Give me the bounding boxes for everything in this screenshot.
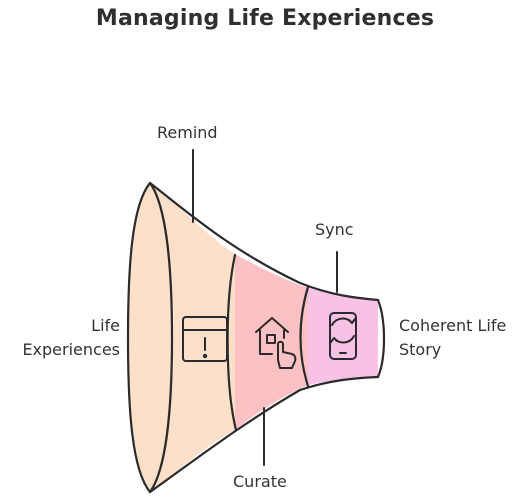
input-label-line-2: Experiences: [22, 340, 120, 359]
curate-label: Curate: [233, 472, 287, 491]
stage-sync: [308, 288, 378, 385]
remind-label: Remind: [157, 123, 218, 142]
home-hand-icon: [255, 317, 297, 369]
diagram-title: Managing Life Experiences: [95, 6, 435, 31]
input-label-line-1: Life: [91, 316, 120, 335]
stage-remind: [128, 183, 235, 492]
calendar-alert-icon: [182, 316, 228, 362]
funnel-outline: [126, 181, 386, 494]
sync-label: Sync: [315, 220, 354, 239]
input-label: Life Experiences: [20, 314, 120, 362]
phone-sync-icon: [329, 312, 357, 360]
output-label-line-2: Story: [399, 340, 442, 359]
leader-lines: [192, 149, 338, 466]
output-label-line-1: Coherent Life: [399, 316, 507, 335]
output-label: Coherent Life Story: [399, 314, 506, 362]
